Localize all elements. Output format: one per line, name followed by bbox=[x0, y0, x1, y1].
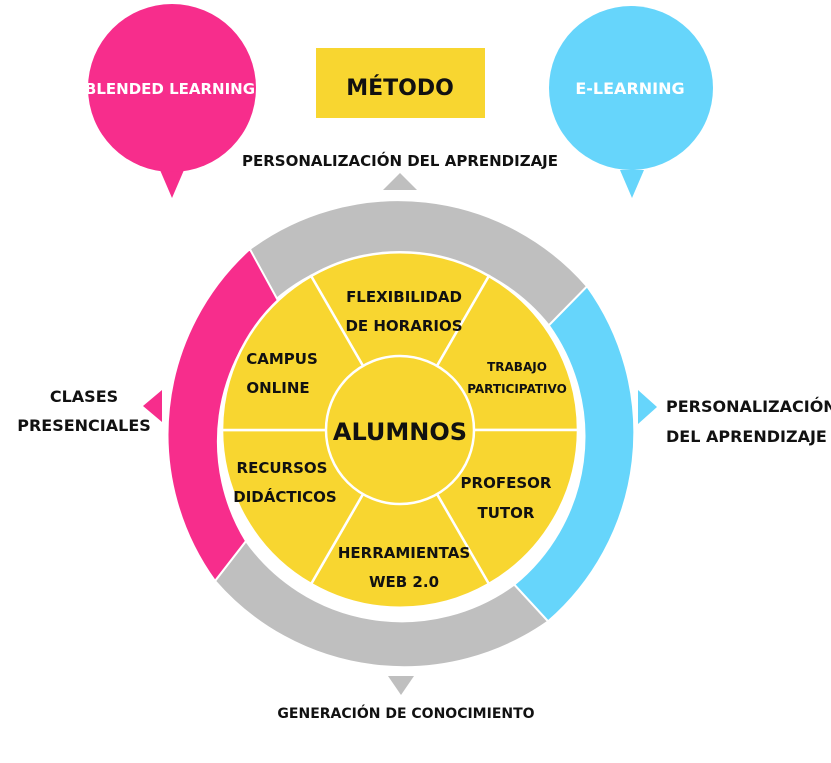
svg-text:WEB 2.0: WEB 2.0 bbox=[369, 573, 439, 591]
ring-right-arrow bbox=[638, 390, 657, 424]
segment-top bbox=[309, 251, 491, 433]
svg-text:HERRAMIENTAS: HERRAMIENTAS bbox=[338, 544, 470, 562]
segment-lower-right-label: PROFESOR TUTOR bbox=[461, 474, 552, 522]
svg-text:ONLINE: ONLINE bbox=[246, 379, 309, 397]
svg-text:PROFESOR: PROFESOR bbox=[461, 474, 552, 492]
svg-text:CLASES: CLASES bbox=[50, 387, 118, 406]
blended-learning-label: BLENDED LEARNING bbox=[85, 80, 255, 98]
right-label: PERSONALIZACIÓN DEL APRENDIZAJE bbox=[666, 397, 831, 446]
segment-upper-right-label: TRABAJO PARTICIPATIVO bbox=[467, 360, 567, 396]
center-circle bbox=[324, 354, 476, 506]
svg-text:PRESENCIALES: PRESENCIALES bbox=[17, 416, 151, 435]
ring-bottom-arrow bbox=[388, 676, 414, 695]
svg-text:TRABAJO: TRABAJO bbox=[487, 360, 547, 374]
method-label: MÉTODO bbox=[346, 75, 454, 101]
center-label: ALUMNOS bbox=[333, 418, 467, 446]
svg-text:TUTOR: TUTOR bbox=[478, 504, 535, 522]
elearning-bubble: E-LEARNING bbox=[549, 6, 713, 198]
segment-lower-left-label: RECURSOS DIDÁCTICOS bbox=[233, 459, 336, 506]
ring-left-arrow bbox=[143, 390, 162, 422]
svg-text:PARTICIPATIVO: PARTICIPATIVO bbox=[467, 382, 567, 396]
segment-bottom bbox=[309, 427, 491, 609]
svg-text:RECURSOS: RECURSOS bbox=[237, 459, 328, 477]
elearning-label: E-LEARNING bbox=[575, 79, 684, 98]
bottom-label: GENERACIÓN DE CONOCIMIENTO bbox=[277, 704, 534, 722]
top-label: PERSONALIZACIÓN DEL APRENDIZAJE bbox=[242, 151, 558, 170]
segment-wheel bbox=[220, 251, 580, 609]
method-box: MÉTODO bbox=[316, 48, 485, 118]
segment-upper-left-label: CAMPUS ONLINE bbox=[246, 350, 318, 397]
svg-text:DE HORARIOS: DE HORARIOS bbox=[345, 317, 462, 335]
svg-text:DIDÁCTICOS: DIDÁCTICOS bbox=[233, 487, 336, 506]
left-label: CLASES PRESENCIALES bbox=[17, 387, 151, 435]
svg-text:PERSONALIZACIÓN: PERSONALIZACIÓN bbox=[666, 397, 831, 416]
svg-text:DEL APRENDIZAJE: DEL APRENDIZAJE bbox=[666, 427, 827, 446]
svg-text:CAMPUS: CAMPUS bbox=[246, 350, 318, 368]
ring-top-arrow bbox=[383, 173, 417, 190]
svg-text:FLEXIBILIDAD: FLEXIBILIDAD bbox=[346, 288, 462, 306]
blended-learning-bubble: BLENDED LEARNING bbox=[85, 4, 256, 198]
segment-top-label: FLEXIBILIDAD DE HORARIOS bbox=[345, 288, 462, 335]
segment-bottom-label: HERRAMIENTAS WEB 2.0 bbox=[338, 544, 470, 591]
